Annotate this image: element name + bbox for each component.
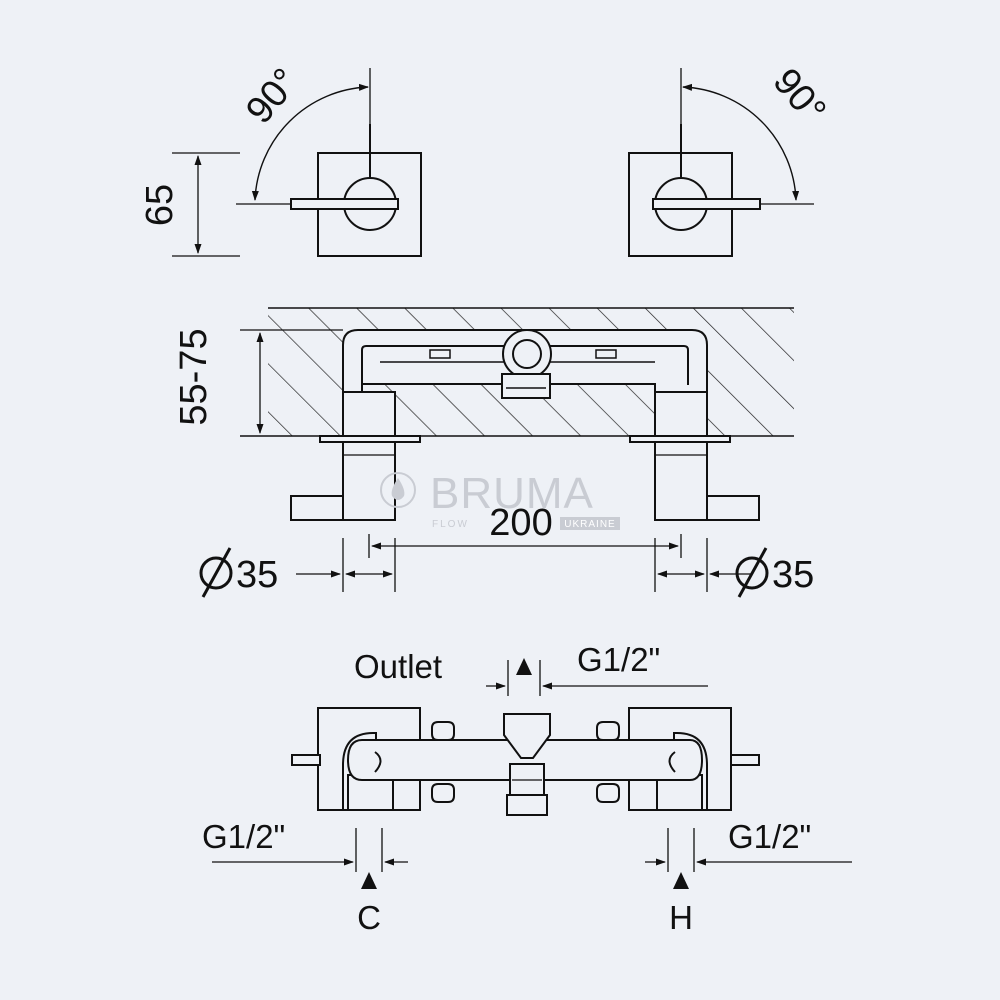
outlet-dimension xyxy=(486,660,708,696)
outlet-label: Outlet xyxy=(354,648,442,685)
cold-label: C xyxy=(357,899,381,936)
diameter-left-label: 35 xyxy=(236,554,278,596)
hot-label: H xyxy=(669,899,693,936)
diameter-icon-right xyxy=(735,547,769,598)
cold-thread-label: G1/2" xyxy=(202,818,285,855)
diameter-icon-left xyxy=(199,547,233,598)
hot-thread-label: G1/2" xyxy=(728,818,811,855)
rotation-right-label: 90° xyxy=(765,61,834,132)
height-dimension xyxy=(172,152,240,257)
inlet-dimensions xyxy=(212,828,852,872)
width-dimensions xyxy=(296,534,752,592)
cold-flow-arrow-icon xyxy=(361,872,377,889)
drop-icon xyxy=(380,472,416,508)
exposed-valves xyxy=(290,435,760,521)
plan-view xyxy=(291,707,760,816)
outlet-flow-arrow-icon xyxy=(516,658,532,675)
outlet-thread-label: G1/2" xyxy=(577,641,660,678)
watermark-subtitle: FLOW xyxy=(432,519,469,530)
rotation-left-label: 90° xyxy=(238,61,307,132)
depth-dimension xyxy=(240,329,343,434)
hot-flow-arrow-icon xyxy=(673,872,689,889)
handle-view xyxy=(172,68,814,257)
watermark-badge: UKRAINE xyxy=(564,519,615,530)
brand-watermark: BRUMA FLOW UKRAINE xyxy=(380,469,620,530)
handle-height-label: 65 xyxy=(139,184,181,226)
watermark-brand: BRUMA xyxy=(430,469,594,518)
wall-section xyxy=(240,307,794,437)
wall-depth-label: 55-75 xyxy=(173,328,215,425)
right-handle xyxy=(628,68,814,257)
left-handle xyxy=(236,68,422,257)
diameter-right-label: 35 xyxy=(772,554,814,596)
center-distance-label: 200 xyxy=(489,502,552,544)
